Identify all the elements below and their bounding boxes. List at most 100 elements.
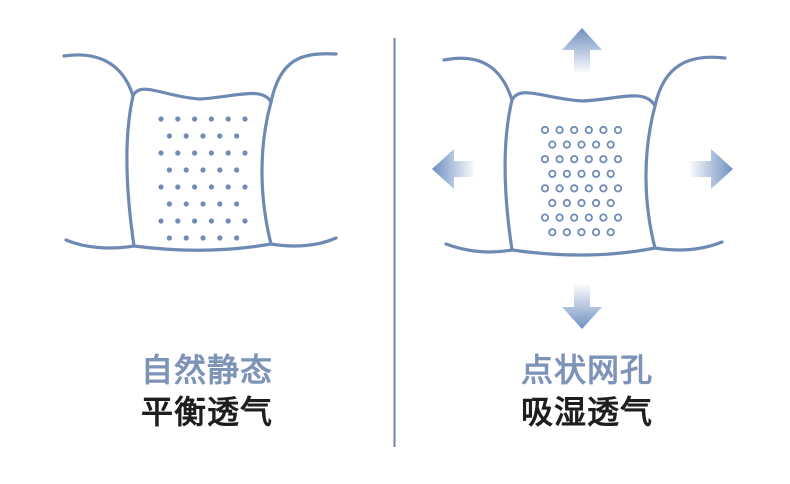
- breathable-dot: [166, 201, 172, 207]
- breathable-dot: [183, 235, 189, 241]
- right-fabric-bottom-edge: [510, 246, 657, 257]
- breathable-dot: [200, 167, 206, 173]
- breathable-dot: [192, 184, 198, 190]
- mesh-hole: [570, 125, 579, 135]
- mesh-hole: [613, 213, 623, 222]
- breathable-dot: [175, 184, 181, 190]
- breathable-dot: [234, 235, 240, 241]
- mesh-hole: [606, 198, 615, 208]
- right-fabric-bottom-left: [444, 242, 514, 254]
- mesh-hole: [606, 228, 615, 237]
- breathable-dot: [183, 201, 189, 207]
- left-fabric-bottom-left: [64, 238, 136, 250]
- breathable-dot: [208, 218, 214, 224]
- arrow-down-icon: [562, 285, 602, 329]
- breathable-dot: [217, 133, 223, 139]
- breathable-dot: [192, 116, 198, 122]
- mesh-hole: [540, 213, 550, 222]
- breathable-dot: [242, 116, 248, 122]
- breathable-dot: [225, 150, 231, 156]
- arrow-left-icon: [432, 149, 474, 189]
- mesh-hole: [599, 184, 608, 193]
- left-title-accent: 自然静态: [140, 351, 273, 389]
- right-fabric-illustration: [442, 55, 727, 257]
- breathable-dot: [208, 184, 214, 190]
- breathable-dot: [242, 218, 248, 224]
- breathable-dot: [166, 167, 172, 173]
- breathable-dot: [166, 235, 172, 241]
- mesh-hole: [606, 169, 615, 178]
- breathable-dot: [158, 116, 164, 122]
- breathable-dot: [234, 133, 240, 139]
- mesh-hole: [577, 228, 586, 237]
- right-fabric-left-side: [503, 98, 514, 252]
- breathable-dot: [217, 201, 223, 207]
- left-dot-grid: [158, 116, 248, 241]
- breathable-dot: [158, 218, 164, 224]
- breathable-dot: [200, 133, 206, 139]
- breathable-dot: [242, 184, 248, 190]
- mesh-hole: [577, 140, 586, 149]
- mesh-hole: [562, 198, 572, 208]
- left-fabric-bottom-edge: [132, 242, 273, 252]
- mesh-hole: [599, 213, 608, 222]
- mesh-hole: [540, 125, 550, 135]
- mesh-hole: [599, 155, 608, 164]
- breathable-dot: [175, 116, 181, 122]
- mesh-hole: [548, 228, 557, 237]
- mesh-hole: [577, 169, 586, 178]
- mesh-hole: [562, 140, 572, 149]
- mesh-hole: [555, 155, 564, 164]
- breathable-dot: [225, 116, 231, 122]
- breathable-dot: [158, 150, 164, 156]
- mesh-hole: [540, 155, 550, 164]
- mesh-hole: [584, 125, 593, 135]
- breathable-dot: [158, 184, 164, 190]
- right-fabric-top-edge: [442, 55, 727, 108]
- breathable-dot: [175, 218, 181, 224]
- breathable-dot: [234, 167, 240, 173]
- mesh-hole: [562, 228, 572, 237]
- left-fabric-right-side: [260, 100, 273, 246]
- breathable-dot: [200, 201, 206, 207]
- mesh-hole: [613, 155, 623, 164]
- mesh-hole: [584, 184, 593, 193]
- mesh-hole: [584, 213, 593, 222]
- breathable-dot: [208, 116, 214, 122]
- left-fabric-bottom-right: [269, 236, 338, 248]
- mesh-hole: [570, 184, 579, 193]
- breathable-dot: [234, 201, 240, 207]
- mesh-hole: [591, 169, 601, 178]
- left-fabric-left-side: [125, 94, 136, 248]
- left-title-main: 平衡透气: [140, 393, 273, 431]
- mesh-hole: [570, 213, 579, 222]
- mesh-hole: [606, 140, 615, 149]
- right-fabric-bottom-right: [653, 240, 724, 252]
- breathable-dot: [175, 150, 181, 156]
- mesh-hole: [613, 125, 623, 135]
- breathable-dot: [183, 167, 189, 173]
- mesh-hole: [584, 155, 593, 164]
- right-title-accent: 点状网孔: [520, 351, 653, 389]
- mesh-hole: [562, 169, 572, 178]
- mesh-hole: [577, 198, 586, 208]
- mesh-hole: [570, 155, 579, 164]
- mesh-hole: [555, 213, 564, 222]
- right-ring-grid: [540, 125, 623, 237]
- breathable-dot: [225, 184, 231, 190]
- mesh-hole: [548, 140, 557, 149]
- mesh-hole: [591, 140, 601, 149]
- breathable-dot: [242, 150, 248, 156]
- breathable-dot: [166, 133, 172, 139]
- mesh-hole: [548, 198, 557, 208]
- breathable-dot: [200, 235, 206, 241]
- left-fabric-top-edge: [62, 52, 338, 104]
- mesh-hole: [613, 184, 623, 193]
- mesh-hole: [599, 125, 608, 135]
- mesh-hole: [591, 198, 601, 208]
- breathable-dot: [208, 150, 214, 156]
- right-title-main: 吸湿透气: [520, 393, 653, 431]
- mesh-hole: [540, 184, 550, 193]
- breathable-dot: [217, 167, 223, 173]
